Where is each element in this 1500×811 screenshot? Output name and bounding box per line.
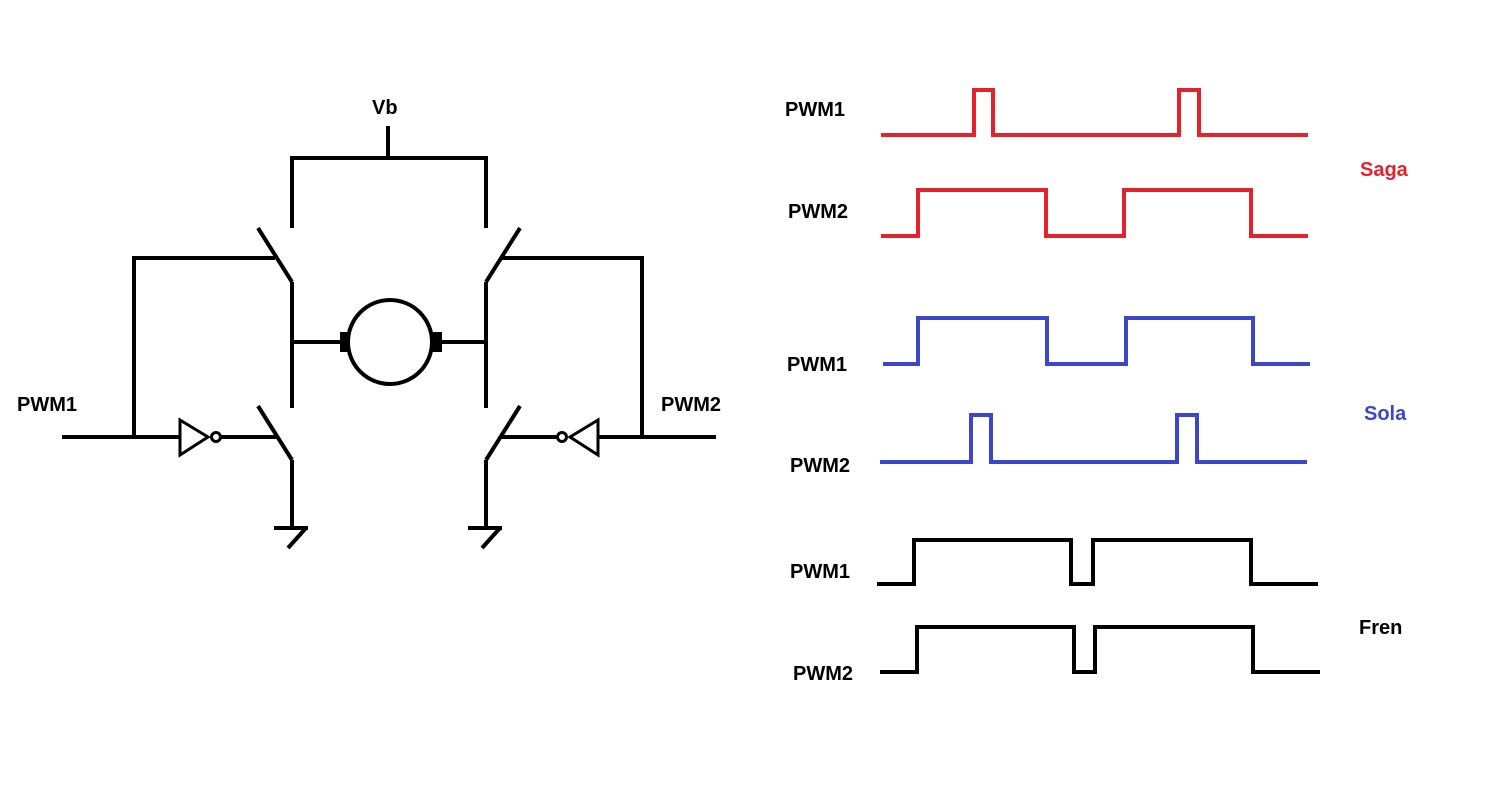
fren-pwm1-label: PWM1	[790, 561, 850, 583]
mode-label-saga: Saga	[1360, 159, 1409, 181]
supply-label: Vb	[372, 97, 398, 119]
ground-tick-right	[480, 526, 502, 550]
right-input-label: PWM2	[661, 394, 721, 416]
h-bridge-circuit	[62, 126, 716, 550]
waveform-sola-pwm2	[880, 413, 1307, 464]
inverter-bubble-left	[210, 431, 222, 443]
gate-wire-upper-right	[502, 256, 644, 437]
sola-pwm2-label: PWM2	[790, 455, 850, 477]
motor-symbol	[346, 298, 434, 386]
waveform-group-saga	[881, 88, 1308, 238]
switch-upper-left	[256, 226, 294, 284]
ground-tick-left	[286, 526, 308, 550]
inverter-left	[178, 417, 211, 458]
fren-pwm2-label: PWM2	[793, 663, 853, 685]
gate-wire-upper-left	[132, 256, 275, 437]
saga-pwm2-label: PWM2	[788, 201, 848, 223]
inverter-right	[567, 417, 600, 458]
waveform-group-sola	[880, 316, 1310, 464]
supply-rail	[290, 156, 488, 228]
left-input-label: PWM1	[17, 394, 77, 416]
sola-pwm1-label: PWM1	[787, 354, 847, 376]
waveform-fren-pwm1	[877, 538, 1318, 586]
switch-lower-left	[256, 404, 294, 462]
waveform-saga-pwm1	[881, 88, 1308, 137]
waveform-saga-pwm2	[881, 188, 1308, 238]
waveform-fren-pwm2	[880, 625, 1320, 674]
saga-pwm1-label: PWM1	[785, 99, 845, 121]
switch-lower-right	[484, 404, 522, 462]
inverter-bubble-right	[556, 431, 568, 443]
motor-terminal-right	[432, 332, 442, 352]
switch-upper-right	[484, 226, 522, 284]
mode-label-fren: Fren	[1359, 617, 1402, 639]
waveform-group-fren	[877, 538, 1320, 674]
waveform-sola-pwm1	[883, 316, 1310, 366]
motor-terminal-left	[340, 332, 350, 352]
mode-label-sola: Sola	[1364, 403, 1407, 425]
